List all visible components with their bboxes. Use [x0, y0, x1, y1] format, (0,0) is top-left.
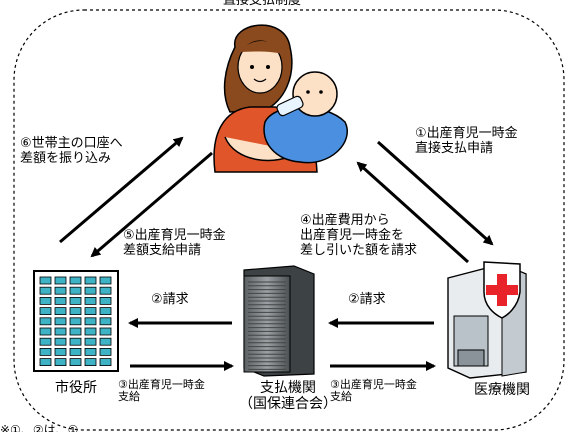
step6-line1: ⑥世帯主の口座へ [20, 136, 123, 151]
city-hall-window [54, 276, 67, 285]
step3-left-line1: ③出産育児一時金 [118, 378, 205, 391]
city-hall-window [99, 307, 112, 315]
arrow-step4 [356, 161, 470, 264]
payment-org-subname: （国保連合会） [239, 396, 337, 412]
city-hall-window [69, 337, 82, 346]
step6-line2: 差額を振り込み [20, 151, 112, 166]
city-hall-window [69, 327, 82, 336]
step2-right-label: ②請求 [348, 292, 386, 307]
step5-line2: 差額支給申請 [123, 243, 202, 258]
city-hall-window [69, 348, 82, 356]
city-hall-window [84, 337, 97, 346]
city-hall-window [69, 296, 82, 305]
step4-line3: 差し引いた額を請求 [300, 243, 418, 258]
city-hall-window [39, 296, 52, 305]
city-hall-window [39, 337, 52, 346]
city-hall-window [54, 307, 67, 315]
city-hall-window [39, 327, 52, 336]
city-hall-window [54, 296, 67, 305]
step4-label: ④出産費用から 出産育児一時金を 差し引いた額を請求 [300, 213, 417, 258]
step3-left-line2: 支給 [118, 390, 140, 403]
step5-label: ⑤出産育児一時金 差額支給申請 [123, 228, 226, 258]
step6-label: ⑥世帯主の口座へ 差額を振り込み [20, 136, 123, 166]
step3-right-label: ③出産育児一時金 支給 [330, 379, 417, 403]
city-hall-window [99, 296, 112, 305]
step3-right-line2: 支給 [330, 390, 352, 403]
city-hall-window [99, 337, 112, 346]
arrow-step6 [59, 136, 184, 244]
city-hall-window [39, 276, 52, 285]
city-hall-window [54, 327, 67, 336]
city-hall-window [99, 317, 112, 326]
city-hall-window [39, 348, 52, 356]
city-hall-window [69, 317, 82, 326]
city-hall-window [54, 286, 67, 295]
city-hall-window [84, 276, 97, 285]
city-hall-window [84, 286, 97, 295]
city-hall-window [39, 286, 52, 295]
city-hall-window [84, 348, 97, 356]
city-hall-window [69, 307, 82, 315]
city-hall-window [99, 358, 112, 366]
city-hall-window [69, 358, 82, 366]
city-hall-building-icon [33, 270, 119, 372]
payment-org-name: 支払機関 [260, 380, 316, 396]
city-hall-window [84, 358, 97, 366]
city-hall-window [99, 327, 112, 336]
city-hall-window [99, 348, 112, 356]
diagram-title: 直接支払制度 [223, 0, 302, 8]
arrow-step1 [376, 140, 494, 246]
city-hall-label: 市役所 [55, 380, 97, 396]
step4-line2: 出産育児一時金を [300, 228, 405, 243]
city-hall-window [39, 317, 52, 326]
step1-label: ①出産育児一時金 直接支払申請 [415, 126, 518, 156]
mother-baby-illustration [213, 24, 348, 173]
city-hall-window [99, 276, 112, 285]
city-hall-window [39, 307, 52, 315]
step4-line1: ④出産費用から [300, 213, 390, 228]
city-hall-window [84, 327, 97, 336]
city-hall-window [54, 337, 67, 346]
city-hall-window [69, 286, 82, 295]
city-hall-window [84, 317, 97, 326]
city-hall-window [84, 296, 97, 305]
city-hall-window [99, 286, 112, 295]
city-hall-window [54, 358, 67, 366]
payment-org-label: 支払機関 （国保連合会） [236, 380, 340, 412]
city-hall-window [39, 358, 52, 366]
city-hall-window [84, 307, 97, 315]
city-hall-window [69, 276, 82, 285]
city-hall-window [54, 348, 67, 356]
step1-line1: ①出産育児一時金 [415, 126, 518, 141]
step3-left-label: ③出産育児一時金 支給 [118, 379, 205, 403]
step2-left-label: ②請求 [151, 292, 189, 307]
medical-building-icon [447, 261, 527, 379]
payment-server-icon [243, 265, 315, 377]
step5-line1: ⑤出産育児一時金 [123, 228, 226, 243]
city-hall-window [54, 317, 67, 326]
medical-label: 医療機関 [474, 382, 530, 398]
step1-line2: 直接支払申請 [415, 141, 494, 156]
arrow-step5 [90, 151, 213, 258]
footer-note: ※①、②は、①… [0, 423, 91, 432]
step3-right-line1: ③出産育児一時金 [330, 378, 417, 391]
